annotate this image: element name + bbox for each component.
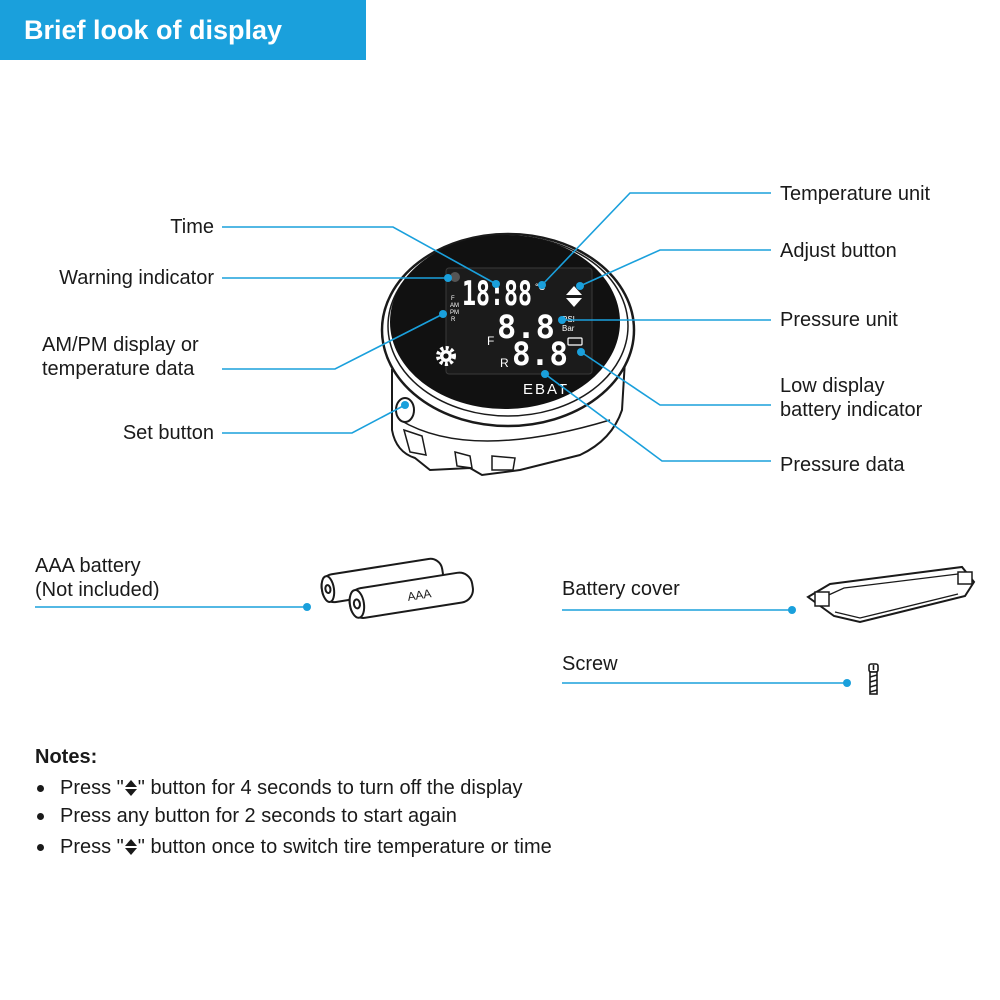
adjust-arrows-icon — [124, 839, 137, 855]
gear-icon — [436, 346, 456, 366]
leader-low-battery — [580, 351, 771, 406]
label-ampm-temperature: AM/PM display or temperature data — [42, 334, 199, 380]
label-time: Time — [170, 216, 214, 238]
label-temperature-unit: Temperature unit — [780, 183, 931, 205]
label-pressure-data: Pressure data — [780, 454, 905, 476]
svg-text:PM: PM — [450, 310, 459, 316]
label-warning-indicator: Warning indicator — [59, 267, 214, 289]
rear-letter: R — [500, 356, 509, 370]
brand-logo: EBAT — [523, 381, 569, 398]
front-letter: F — [487, 334, 494, 348]
note-item: Press " " button once to switch tire tem… — [35, 833, 552, 861]
bullet-icon — [37, 843, 44, 851]
svg-text:AM: AM — [450, 303, 459, 309]
leader-set — [222, 404, 406, 434]
label-adjust-button: Adjust button — [780, 240, 897, 262]
front-pressure-digits: 8.8 — [497, 308, 555, 346]
tpms-display-device: 18:88 °C F AM PM R F 8.8 R 8.8 PSI Bar E… — [380, 232, 636, 477]
leader-pressure-data — [544, 373, 771, 462]
adjust-arrows-icon — [124, 780, 137, 796]
aaa-batteries: AAA — [320, 557, 474, 619]
leader-adjust — [579, 249, 771, 287]
note-item: Press " " button for 4 seconds to turn o… — [35, 774, 552, 802]
rear-pressure-digits: 8.8 — [512, 335, 568, 373]
screw-illustration — [868, 663, 879, 695]
label-set-button: Set button — [122, 422, 214, 444]
label-aaa-battery: AAA battery (Not included) — [35, 555, 160, 601]
label-screw: Screw — [562, 653, 618, 675]
notes-section: Notes: Press " " button for 4 seconds to… — [35, 746, 552, 861]
battery-cover-illustration — [806, 565, 976, 624]
leader-temp-unit — [541, 192, 771, 286]
label-pressure-unit: Pressure unit — [780, 309, 898, 331]
adjust-arrows-icon — [566, 286, 582, 307]
label-low-battery: Low display battery indicator — [780, 375, 923, 421]
svg-text:R: R — [451, 317, 456, 323]
leader-time — [222, 226, 497, 285]
bullet-icon — [37, 812, 44, 820]
label-battery-cover: Battery cover — [562, 578, 680, 600]
bar-unit: Bar — [562, 324, 575, 333]
bullet-icon — [37, 784, 44, 792]
low-battery-icon — [567, 337, 583, 346]
warning-led — [450, 272, 460, 282]
svg-text:F: F — [451, 296, 455, 302]
notes-title: Notes: — [35, 746, 98, 768]
section-banner: Brief look of display — [0, 0, 366, 60]
leader-ampm — [222, 313, 444, 370]
battery-text: AAA — [406, 586, 432, 604]
note-item: Press any button for 2 seconds to start … — [35, 802, 552, 830]
